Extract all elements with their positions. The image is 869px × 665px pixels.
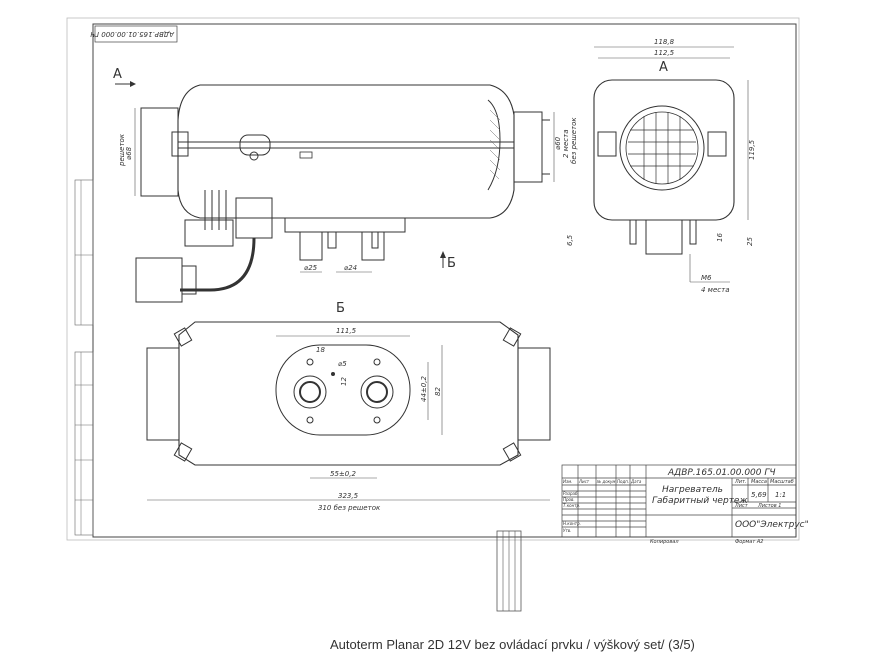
bottom-body [178, 321, 519, 466]
connector-left [184, 219, 234, 247]
dim-bez-reshetok: без решеток [570, 117, 578, 164]
title-h-list: Лист [578, 479, 590, 484]
dim-h44: 44±0,2 [420, 376, 428, 402]
front-grille [628, 112, 696, 184]
title-h-data: Дата [630, 479, 642, 484]
connector-bottom [135, 257, 183, 303]
outlet-cylinder [513, 111, 543, 183]
view-a-marker: A [113, 67, 122, 82]
dim-d24: ⌀24 [344, 264, 357, 272]
dim-d68: ⌀68 [125, 146, 133, 160]
dim-mesta2: 2 места [562, 130, 570, 158]
dim-reshetok: решеток [118, 133, 126, 167]
dim-w18: 18 [316, 346, 325, 354]
rotated-stamp-text: АДВР.165.01.00.000 ГЧ [90, 30, 175, 38]
title-sheets: Листов 1 [757, 503, 781, 509]
title-sheet: Лист [734, 503, 749, 509]
title-format: Формат А2 [735, 539, 763, 545]
view-b-label: Б [336, 301, 345, 316]
dim-d12: 12 [340, 377, 348, 386]
title-doc-code: АДВР.165.01.00.000 ГЧ [667, 468, 776, 478]
bottom-oval-plate [275, 344, 411, 436]
dim-d5: ⌀5 [338, 360, 347, 368]
title-h-ndok: № докум. [596, 479, 617, 484]
view-b-marker: Б [447, 256, 456, 271]
title-block [561, 464, 797, 538]
dim-d16: 16 [716, 233, 724, 242]
dim-d25b: 25 [746, 237, 754, 246]
title-name-line2: Габаритный чертеж [652, 496, 748, 506]
view-a-label: A [659, 60, 668, 75]
sheet-inner-border [92, 23, 797, 538]
mounting-plate [284, 217, 406, 233]
title-h-podp: Подп. [617, 479, 629, 484]
dim-w310: 310 без решеток [318, 504, 381, 512]
title-r-razrab: Разраб. [563, 491, 579, 496]
dim-h1195: 119,5 [748, 139, 756, 160]
dim-w55: 55±0,2 [330, 470, 356, 478]
title-col-mass: Масса [751, 479, 767, 485]
heater-body [177, 84, 515, 219]
dim-h82: 82 [434, 387, 442, 396]
title-company: ООО"Электрус" [735, 520, 809, 530]
title-col-lit: Лит. [734, 479, 747, 485]
rotated-stamp-box [94, 25, 178, 43]
bottom-right-cylinder [517, 347, 551, 441]
bottom-left-cylinder [146, 347, 180, 441]
dim-d25: ⌀25 [304, 264, 318, 272]
title-name-line1: Нагреватель [662, 485, 723, 495]
title-mass: 5,69 [751, 491, 767, 499]
dim-w1188: 118,8 [654, 38, 675, 46]
sheet-outer-border [66, 17, 800, 541]
dim-w3235: 323,5 [338, 492, 359, 500]
dim-d65: 6,5 [566, 234, 574, 246]
side-strip-upper [74, 179, 94, 326]
dim-w1115: 111,5 [336, 327, 357, 335]
dim-mesta4: 4 места [701, 286, 729, 294]
image-caption: Autoterm Planar 2D 12V bez ovládací prvk… [330, 637, 695, 652]
title-h-izm: Изм. [563, 479, 572, 484]
title-r-prov: Пров. [563, 497, 575, 502]
front-view-body [593, 79, 735, 221]
title-r-utv: Утв. [563, 528, 571, 533]
side-strip-lower [74, 351, 94, 536]
title-col-scale: Масштаб [770, 479, 794, 485]
dim-w1125: 112,5 [654, 49, 675, 57]
title-scale: 1:1 [775, 491, 786, 499]
dim-m6: М6 [701, 274, 712, 282]
dim-d60: ⌀60 [554, 136, 562, 150]
title-r-tkontr: Т.контр. [563, 503, 580, 508]
title-r-nkontr: Н.контр. [563, 521, 581, 526]
title-copied: Копировал [650, 539, 679, 545]
